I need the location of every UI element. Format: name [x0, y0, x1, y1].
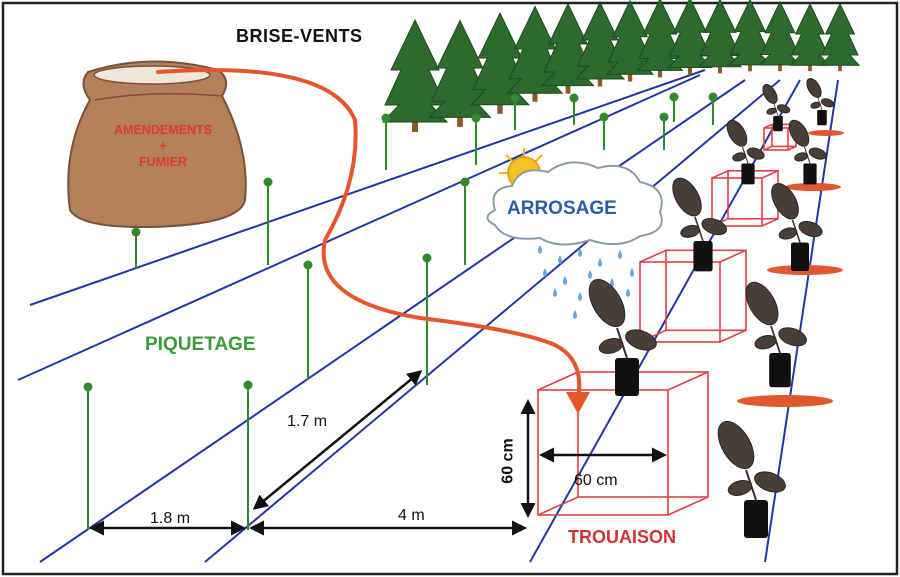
amendment-line1: AMENDEMENTS	[114, 123, 212, 137]
seedling-icon	[762, 84, 791, 132]
tree-icon	[728, 0, 772, 72]
watering-label: ARROSAGE	[507, 198, 617, 219]
rain-drop-icon	[578, 292, 582, 301]
amendment-plus: +	[159, 139, 167, 153]
planting-hole-cube	[537, 371, 709, 516]
seedling-icon	[588, 278, 657, 396]
staking-label: PIQUETAGE	[145, 334, 256, 355]
stake-icon	[669, 92, 679, 122]
stake-icon	[569, 93, 579, 125]
rain-drop-icon	[610, 278, 614, 287]
row-line	[29, 69, 706, 306]
amendment-label: AMENDEMENTS + FUMIER	[78, 122, 248, 170]
rain-drop-icon	[563, 276, 567, 285]
stakes	[83, 92, 718, 530]
mulch-disc	[785, 183, 841, 191]
stake-icon	[303, 260, 313, 380]
rain-drop-icon	[538, 245, 542, 254]
planting-hole-cube	[639, 249, 747, 343]
stake-icon	[510, 93, 520, 130]
seedling-icon	[726, 119, 765, 185]
tree-icon	[428, 19, 492, 127]
rain-drop-icon	[598, 258, 602, 267]
rain-drop-icon	[588, 270, 592, 279]
hole-width-label: 60 cm	[574, 472, 618, 489]
alley-width-label: 4 m	[398, 507, 425, 524]
stake-icon	[381, 113, 391, 170]
rain-drop-icon	[573, 310, 577, 319]
stake-icon	[131, 227, 141, 268]
seedling-icon	[806, 78, 835, 126]
tree-icon	[470, 11, 530, 114]
amendment-line2: FUMIER	[139, 155, 187, 169]
seedling-icon	[788, 119, 827, 185]
planting-hole-label: TROUAISON	[568, 527, 676, 547]
mulch-disc	[808, 130, 844, 136]
tree-icon	[697, 0, 743, 74]
row-line	[529, 79, 801, 563]
seedlings	[588, 78, 835, 538]
tree-icon	[381, 18, 449, 132]
rain-drop-icon	[543, 268, 547, 277]
windbreak-trees	[381, 0, 861, 132]
rain-drop-icon	[558, 255, 562, 264]
stake-icon	[83, 382, 93, 530]
flow-arrow	[156, 68, 590, 414]
seedling-icon	[672, 177, 727, 272]
rain-drop-icon	[578, 248, 582, 257]
hole-depth-label: 60 cm	[499, 438, 517, 484]
row-line	[39, 79, 746, 563]
seedling-icon	[745, 281, 807, 388]
stake-icon	[263, 177, 273, 265]
rain-drop-icon	[553, 288, 557, 297]
stake-icon	[659, 112, 669, 150]
tree-icon	[667, 0, 713, 75]
stake-spacing-label: 1.8 m	[150, 510, 191, 527]
dimension-arrows	[89, 370, 667, 536]
tree-icon	[789, 2, 831, 72]
rain-drop-icon	[630, 268, 634, 277]
stake-icon	[460, 177, 470, 265]
tree-icon	[759, 0, 801, 72]
cloud-icon	[486, 161, 663, 246]
stake-icon	[243, 380, 253, 530]
dim-arrow-row-spacing	[252, 370, 423, 510]
rain-drop-icon	[626, 288, 630, 297]
tree-icon	[819, 2, 861, 72]
rain	[538, 245, 634, 319]
rain-drop-icon	[618, 250, 622, 259]
windbreak-label: BRISE-VENTS	[236, 26, 363, 46]
stake-icon	[599, 112, 609, 150]
row-line	[204, 79, 781, 563]
stake-icon	[708, 92, 718, 125]
stake-icon	[422, 253, 432, 385]
seedling-icon	[771, 183, 823, 271]
row-spacing-label: 1.7 m	[287, 413, 328, 430]
stake-icon	[471, 113, 481, 165]
row-line	[17, 74, 701, 381]
seedling-icon	[717, 420, 786, 538]
mulch-disc	[737, 395, 833, 407]
